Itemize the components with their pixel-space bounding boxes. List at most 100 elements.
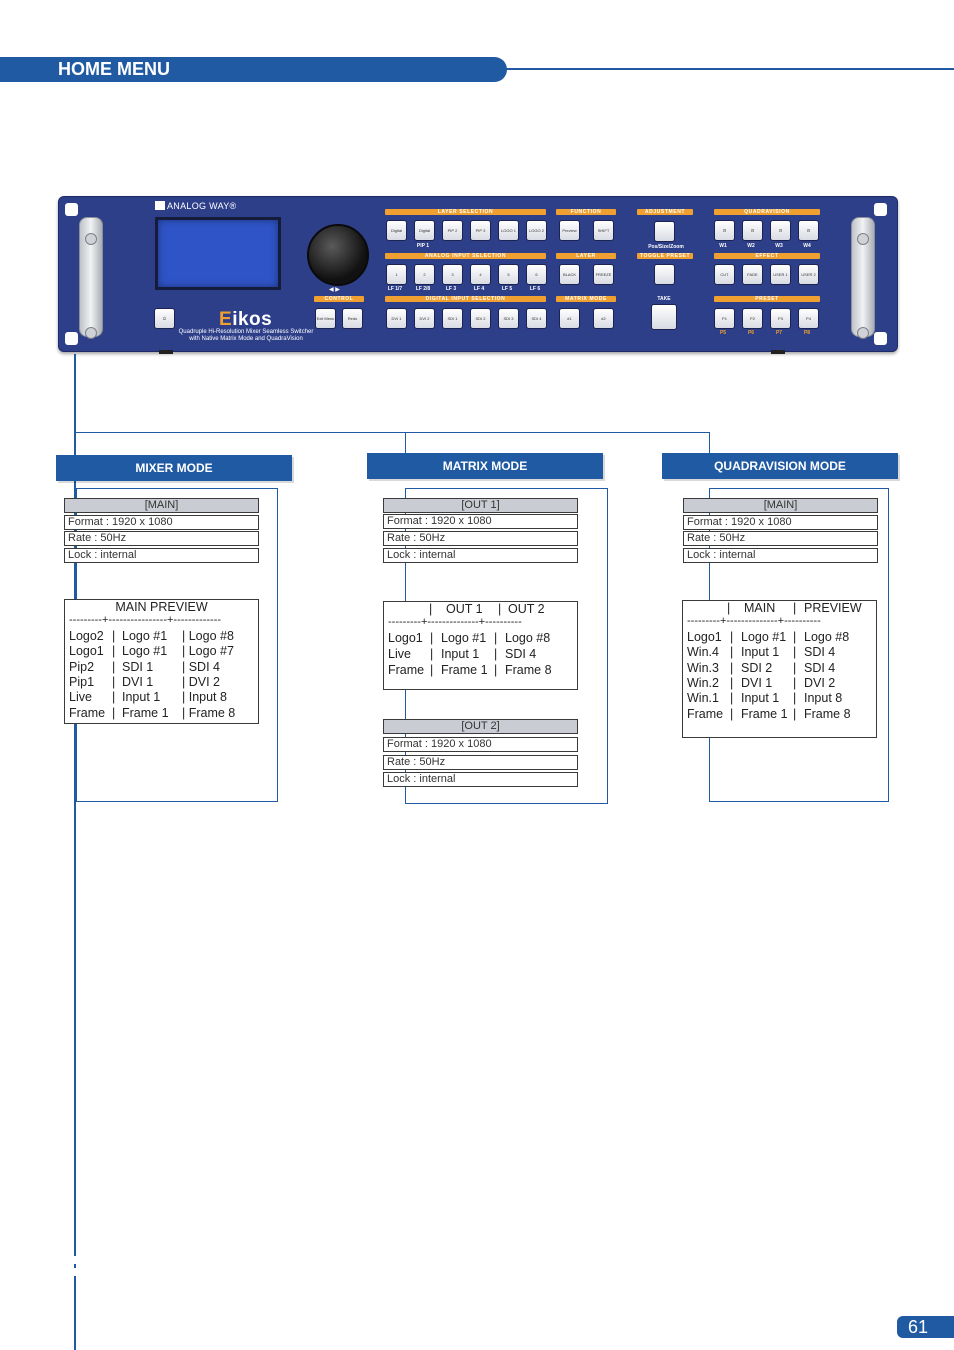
mixer-mode-header: MIXER MODE bbox=[56, 455, 292, 481]
analog-input-button[interactable]: 1 bbox=[386, 264, 407, 285]
matrix-cell: | bbox=[430, 663, 434, 677]
function-button[interactable]: SHIFT bbox=[593, 220, 614, 241]
screw-icon bbox=[857, 327, 869, 339]
rack-hole bbox=[874, 332, 887, 345]
group-function: FUNCTION bbox=[556, 209, 616, 215]
quadra-cell: | bbox=[730, 691, 734, 706]
preset-button[interactable]: P1 bbox=[714, 308, 735, 329]
effect-button[interactable]: USER 1 bbox=[770, 264, 791, 285]
layer-select-button[interactable]: LOGO 1 bbox=[498, 220, 519, 241]
layer-select-button[interactable]: LOGO 2 bbox=[526, 220, 547, 241]
preset-button[interactable]: P3 bbox=[770, 308, 791, 329]
device-foot bbox=[771, 350, 785, 354]
group-layer: LAYER bbox=[556, 253, 616, 259]
eikos-logo: Eikos bbox=[219, 309, 272, 331]
matrix-out1-format: Format : 1920 x 1080 bbox=[383, 514, 578, 529]
digital-input-button[interactable]: SDI 3 bbox=[498, 308, 519, 329]
function-button[interactable]: Preview bbox=[559, 220, 580, 241]
page-number-tab bbox=[897, 1316, 954, 1338]
matrix-cell: Logo #1 bbox=[441, 631, 487, 645]
jog-knob[interactable] bbox=[307, 224, 369, 286]
preset-button[interactable]: P4 bbox=[798, 308, 819, 329]
dash bbox=[74, 1250, 76, 1256]
adjustment-button[interactable] bbox=[654, 221, 675, 242]
group-effect: EFFECT bbox=[714, 253, 820, 259]
analog-input-button[interactable]: 6 bbox=[526, 264, 547, 285]
power-button[interactable]: ⏻ bbox=[154, 308, 175, 329]
quadra-cell: Frame 1 bbox=[741, 706, 788, 721]
mixer-row: Pip1|DVI 1| DVI 2 bbox=[69, 675, 255, 690]
analog-input-button[interactable]: 3 bbox=[442, 264, 463, 285]
quadra-head-row: | MAIN | PREVIEW bbox=[687, 601, 872, 616]
matrix-cell: | bbox=[494, 663, 498, 677]
page-number: 61 bbox=[908, 1317, 929, 1337]
digital-input-button[interactable]: SDI 4 bbox=[526, 308, 547, 329]
layer-select-button[interactable]: Digital Live bbox=[414, 220, 435, 241]
quadra-cell: Logo #8 bbox=[804, 630, 850, 644]
quadra-cell: Win.4 bbox=[687, 645, 719, 660]
layer-button[interactable]: BLACK bbox=[559, 264, 580, 285]
mixer-cell: | Logo #7 bbox=[182, 644, 234, 659]
preset-alt-label: P6 bbox=[747, 330, 755, 336]
quadra-cell: | bbox=[793, 706, 797, 721]
lcd-display bbox=[155, 217, 281, 290]
quadra-rate: Rate : 50Hz bbox=[683, 531, 878, 546]
layer-select-button[interactable]: Digital Frame bbox=[386, 220, 407, 241]
preset-alt-label: P5 bbox=[719, 330, 727, 336]
analog-input-button[interactable]: 5 bbox=[498, 264, 519, 285]
quadra-cell: | bbox=[793, 645, 797, 660]
exit-menu-button[interactable]: Exit Menu bbox=[315, 308, 336, 329]
layer-select-button[interactable]: PIP 3 bbox=[470, 220, 491, 241]
quadra-window-button[interactable]: ⊟ bbox=[798, 220, 819, 241]
quadra-window-button[interactable]: ⊟ bbox=[770, 220, 791, 241]
group-layer-selection: LAYER SELECTION bbox=[385, 209, 546, 215]
quadra-window-button[interactable]: ⊟ bbox=[742, 220, 763, 241]
effect-button[interactable]: FADE bbox=[742, 264, 763, 285]
quadra-cell: | bbox=[793, 675, 797, 690]
quadra-cell: Frame bbox=[687, 706, 724, 721]
effect-button[interactable]: USER 2 bbox=[798, 264, 819, 285]
matrix-row: Live|Input 1|SDI 4 bbox=[388, 647, 574, 662]
mixer-cell: | Frame 8 bbox=[182, 705, 236, 720]
mixer-row: Logo2|Logo #1| Logo #8 bbox=[69, 629, 255, 644]
layer-button[interactable]: FREEZE bbox=[593, 264, 614, 285]
layer-select-button[interactable]: PIP 2 bbox=[442, 220, 463, 241]
digital-input-button[interactable]: SDI 2 bbox=[470, 308, 491, 329]
matrix-out2-lock: Lock : internal bbox=[383, 772, 578, 787]
mixer-cell: Frame bbox=[69, 705, 106, 720]
quadra-row: Win.2|DVI 1|DVI 2 bbox=[687, 676, 873, 691]
matrix-out1-title: [OUT 1] bbox=[383, 498, 578, 513]
quadra-cell: | bbox=[730, 645, 734, 660]
header-rule bbox=[500, 68, 954, 70]
mixer-cell: Logo2 bbox=[69, 629, 104, 643]
digital-input-button[interactable]: DVI 1 bbox=[386, 308, 407, 329]
digital-input-button[interactable]: SDI 1 bbox=[442, 308, 463, 329]
mixer-cell: Live bbox=[69, 690, 92, 705]
quadra-cell: | bbox=[793, 630, 797, 644]
matrix-cell: | bbox=[494, 647, 498, 661]
quadra-cell: SDI 4 bbox=[804, 645, 836, 660]
group-analog-input: ANALOG INPUT SELECTION bbox=[385, 253, 546, 259]
mixer-cell: DVI 1 bbox=[122, 674, 154, 689]
matrix-button[interactable]: #2 bbox=[593, 308, 614, 329]
matrix-mode-header: MATRIX MODE bbox=[367, 453, 603, 479]
quadra-cell: SDI 2 bbox=[741, 660, 773, 675]
quadra-window-button[interactable]: ⊟ bbox=[714, 220, 735, 241]
preset-button[interactable]: P2 bbox=[742, 308, 763, 329]
screw-icon bbox=[85, 233, 97, 245]
analog-input-button[interactable]: 4 bbox=[470, 264, 491, 285]
brand-text: ANALOG WAY® bbox=[167, 201, 237, 211]
quadra-main-title: [MAIN] bbox=[683, 498, 878, 513]
effect-button[interactable]: CUT bbox=[714, 264, 735, 285]
analog-input-button[interactable]: 2 bbox=[414, 264, 435, 285]
quadra-head-main: MAIN bbox=[744, 601, 776, 615]
digital-input-button[interactable]: DVI 2 bbox=[414, 308, 435, 329]
matrix-button[interactable]: #1 bbox=[559, 308, 580, 329]
matrix-cell: Frame 8 bbox=[505, 663, 552, 677]
analog-input-label: LF 2/8 bbox=[415, 286, 431, 292]
take-button[interactable] bbox=[651, 304, 677, 330]
matrix-separator: ---------+--------------+---------- bbox=[388, 616, 522, 628]
redo-button[interactable]: Redo bbox=[342, 308, 363, 329]
adjustment-label: Pos/Size/Zoom bbox=[648, 244, 684, 250]
toggle-preset-button[interactable] bbox=[654, 264, 675, 285]
